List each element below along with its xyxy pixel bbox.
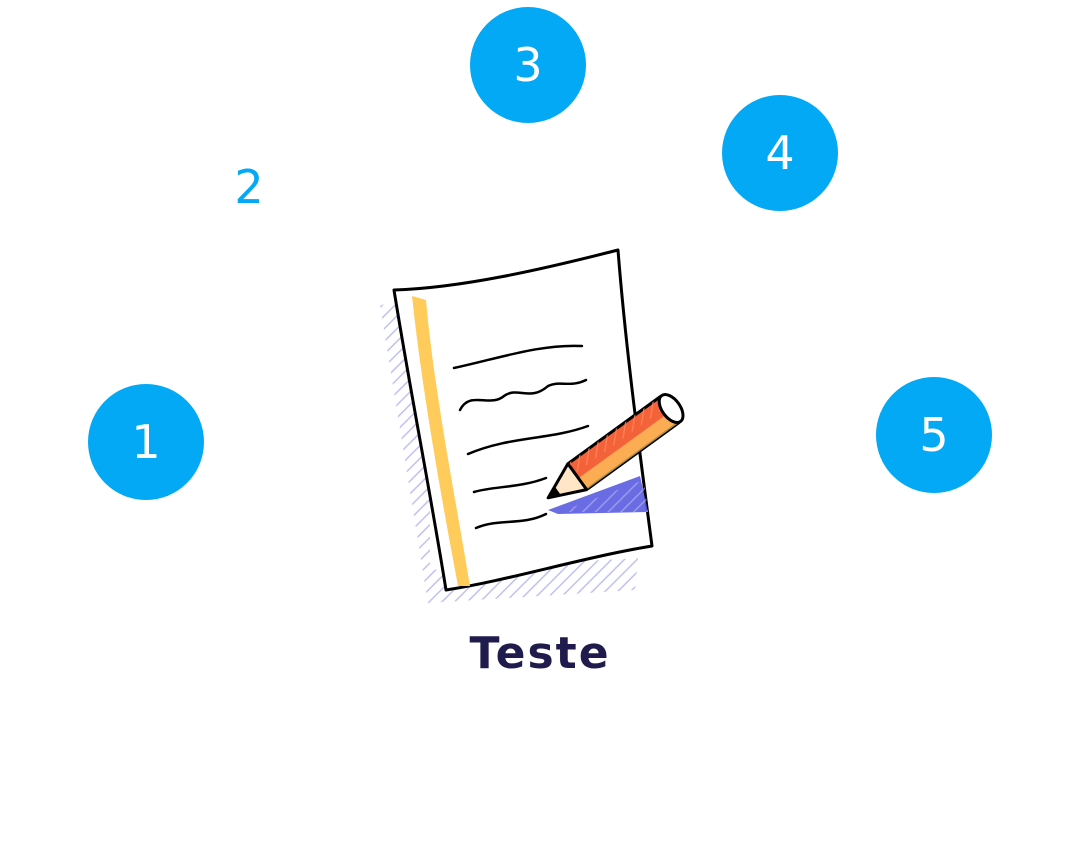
step-4-button[interactable]: 4 — [722, 95, 838, 211]
step-1-button[interactable]: 1 — [88, 384, 204, 500]
step-5-label: 5 — [919, 408, 949, 462]
step-2-label: 2 — [234, 160, 264, 214]
step-4-label: 4 — [765, 126, 795, 180]
caption-title: Teste — [469, 628, 611, 679]
step-3-button[interactable]: 3 — [470, 7, 586, 123]
step-1-label: 1 — [131, 415, 161, 469]
step-3-label: 3 — [513, 38, 543, 92]
step-2-button[interactable]: 2 — [191, 129, 307, 245]
step-5-button[interactable]: 5 — [876, 377, 992, 493]
paper-and-pencil-icon — [380, 248, 685, 603]
